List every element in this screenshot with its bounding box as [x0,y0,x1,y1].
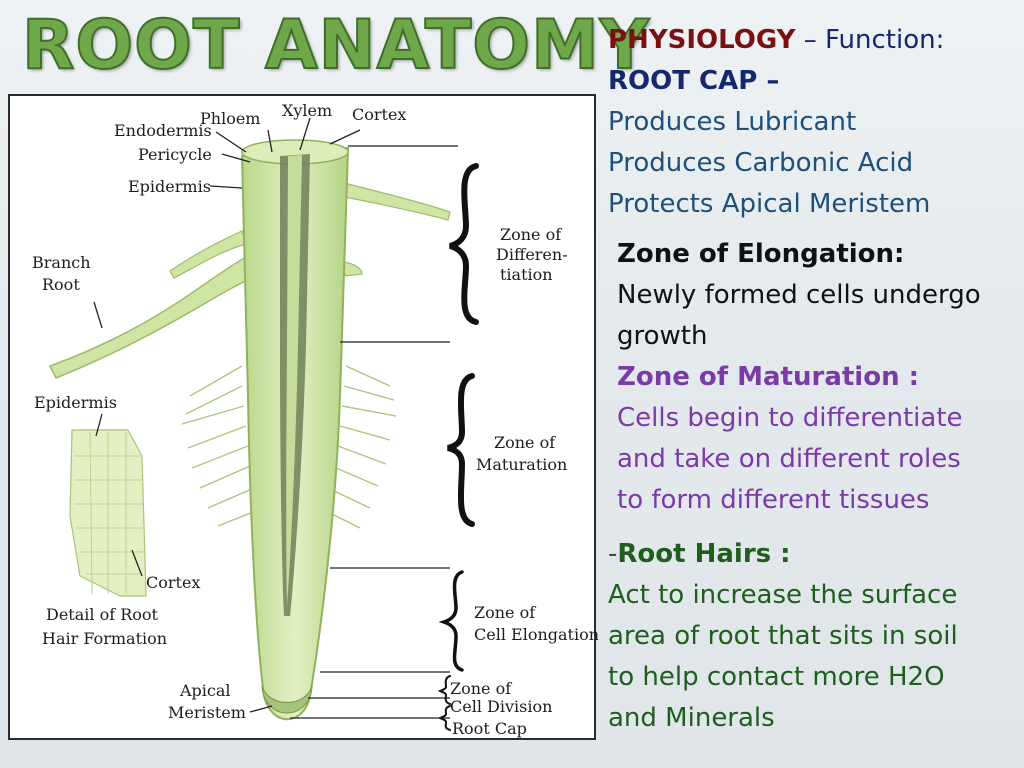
label-zone-elong-2: Cell Elongation [474,625,598,644]
label-detail-2: Hair Formation [42,629,167,648]
branch-root-left [48,254,253,379]
label-zone-elong-1: Zone of [474,603,536,622]
root-anatomy-diagram: Phloem Xylem Cortex Endodermis Pericycle… [8,94,598,740]
root-hairs-heading: Root Hairs : [617,539,791,569]
maturation-heading: Zone of Maturation : [617,362,920,392]
label-zone-mat-1: Zone of [494,433,556,452]
label-phloem: Phloem [200,109,260,128]
elongation-line-2: growth [617,321,708,351]
label-zone-div-1: Zone of [450,679,512,698]
elongation-heading: Zone of Elongation: [617,239,905,269]
root-hairs-line-1: Act to increase the surface [608,580,958,610]
label-epidermis-detail: Epidermis [34,393,117,412]
root-cap-line-2: Produces Carbonic Acid [608,148,914,178]
label-xylem: Xylem [282,101,332,120]
physiology-title: PHYSIOLOGY – Function: [608,20,1014,61]
root-hairs-line-4: and Minerals [608,703,775,733]
label-root: Root [42,275,80,294]
root-hairs [181,365,397,529]
zone-braces [437,163,479,731]
label-endodermis: Endodermis [114,121,212,140]
slide-title: ROOT ANATOMY [21,5,651,86]
label-root-cap: Root Cap [452,719,527,738]
detail-cell-panel [69,429,147,597]
maturation-line-2: and take on different roles [617,444,961,474]
physiology-panel: PHYSIOLOGY – Function: ROOT CAP – Produc… [608,20,1014,739]
maturation-line-1: Cells begin to differentiate [617,403,963,433]
physiology-subheading: – Function: [795,25,945,55]
label-zone-diff-2: Differen- [496,245,568,264]
elongation-maturation-section: Zone of Elongation: Newly formed cells u… [608,234,1014,521]
root-hairs-dash: - [608,539,618,569]
root-cap-line-1: Produces Lubricant [608,107,857,137]
label-apical: Apical [179,681,231,700]
maturation-line-3: to form different tissues [617,485,930,515]
label-zone-mat-2: Maturation [476,455,567,474]
root-hairs-section: -Root Hairs : Act to increase the surfac… [608,534,1014,739]
label-zone-div-2: Cell Division [450,697,552,716]
label-cortex-detail: Cortex [146,573,200,592]
leader-lines [93,117,458,719]
physiology-heading: PHYSIOLOGY [608,25,796,55]
label-zone-diff-3: tiation [500,265,553,284]
root-diagram-svg: Phloem Xylem Cortex Endodermis Pericycle… [32,101,598,738]
label-branch: Branch [32,253,91,272]
label-detail-1: Detail of Root [46,605,159,624]
root-hairs-line-2: area of root that sits in soil [608,621,958,651]
root-hairs-title: -Root Hairs : [608,534,1014,575]
label-pericycle: Pericycle [138,145,212,164]
root-cap-heading: ROOT CAP – [608,66,780,96]
root-cap [261,685,313,714]
root-hairs-line-3: to help contact more H2O [608,662,945,692]
label-meristem: Meristem [168,703,246,722]
root-cap-line-3: Protects Apical Meristem [608,189,931,219]
branch-root-right [339,181,451,221]
label-epidermis-top: Epidermis [128,177,211,196]
label-cortex-top: Cortex [352,105,406,124]
label-zone-diff-1: Zone of [500,225,562,244]
elongation-line-1: Newly formed cells undergo [617,280,981,310]
